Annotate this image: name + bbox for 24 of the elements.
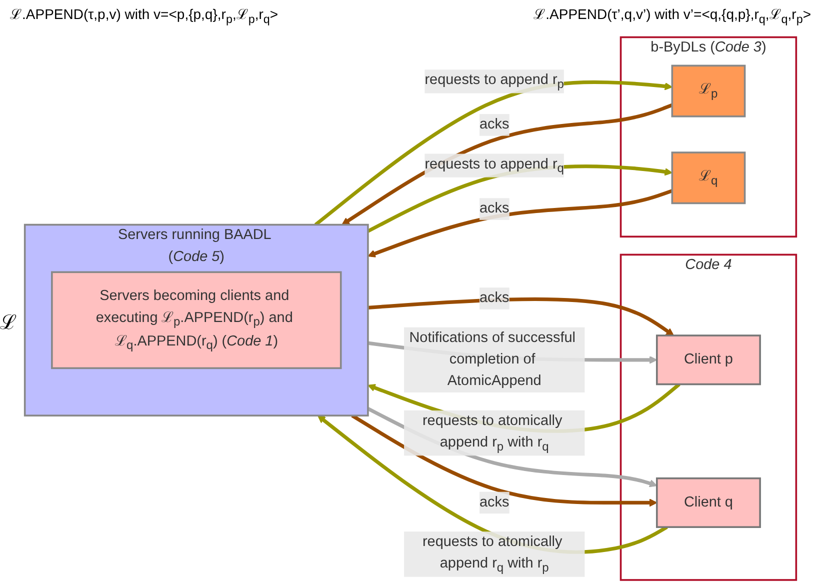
node-box: ℒ$_{p}$ — [671, 64, 746, 118]
arrow — [351, 414, 658, 506]
arrow — [317, 415, 668, 554]
formula-note: ℒ.APPEND(τ,p,v) with v=<p,{p,q},r$_{p}$,ℒ$_{p}$,r$_{q}$> — [10, 5, 278, 26]
arrow — [368, 188, 673, 258]
edge-label: requests to append r$_{p}$ — [424, 72, 564, 90]
edge-label: acks — [480, 290, 510, 306]
node-box: Servers becoming clients and executing ℒ$_{p}$.APPEND(r$_{p}$) and ℒ$_{q}$.APPEND(r$_{q}$) (Code 1) — [51, 271, 342, 369]
side-symbol: ℒ — [0, 310, 17, 335]
edge-label: requests to append r$_{q}$ — [424, 156, 564, 175]
edge-label: requests to atomically append r$_{p}$ with r$_{q}$ — [422, 412, 562, 453]
edge-label: acks — [480, 494, 510, 510]
node-box: ℒ$_{q}$ — [671, 151, 746, 204]
edge-label: acks — [480, 116, 510, 132]
node-box: Client p — [656, 334, 761, 385]
edge-label: acks — [480, 200, 510, 216]
arrow — [368, 297, 674, 336]
formula-note: ℒ.APPEND(τ’,q,v’) with v’=<q,{q,p},r$_{q}$,ℒ$_{q}$,r$_{p}$> — [534, 5, 811, 26]
edge-label: requests to atomically append r$_{q}$ with r$_{p}$ — [422, 534, 562, 574]
arrow — [314, 80, 673, 226]
edge-label: Notifications of successful completion of AtomicAppend — [409, 330, 576, 389]
arrow — [342, 103, 673, 225]
node-box: Client q — [656, 477, 761, 528]
arrow — [367, 164, 673, 233]
